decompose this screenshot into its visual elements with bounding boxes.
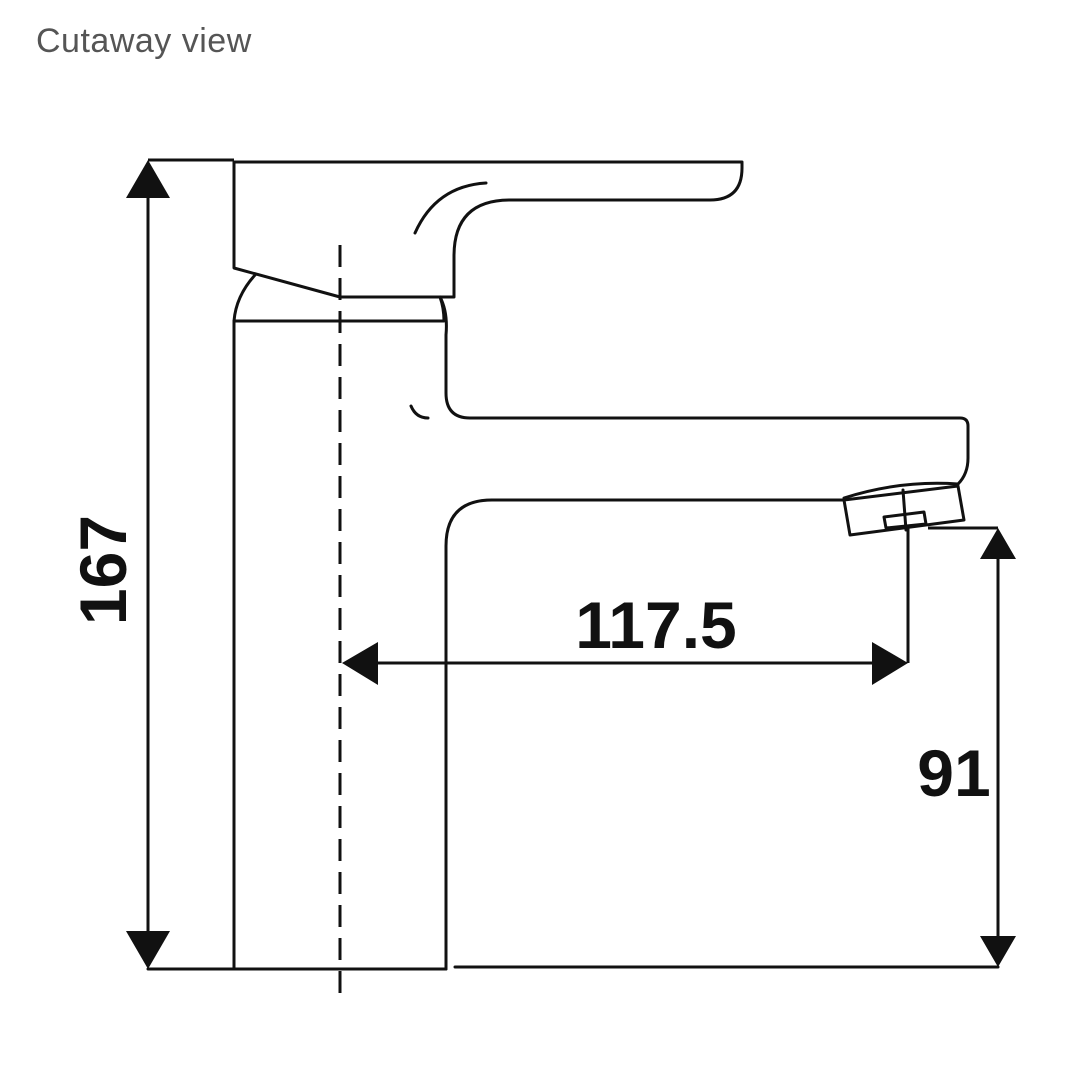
spout-height-dimension: 91 [917, 526, 1016, 967]
spout-height-arrow-bottom [980, 936, 1016, 967]
page-title: Cutaway view [36, 22, 252, 60]
reach-dimension-label: 117.5 [575, 588, 737, 662]
reach-arrow-right [872, 642, 908, 685]
height-dimension: 167 [66, 158, 234, 969]
reach-dimension: 117.5 [342, 528, 910, 685]
aerator-insert [882, 510, 928, 530]
height-dimension-label: 167 [66, 515, 140, 625]
height-arrow-top [126, 160, 170, 198]
aerator-body [842, 484, 966, 537]
aerator-front [842, 481, 960, 500]
spout-top [438, 295, 970, 486]
spout-bottom [444, 498, 846, 971]
handle-arc [413, 181, 488, 235]
height-arrow-bottom [126, 931, 170, 969]
spout-height-arrow-top [980, 528, 1016, 559]
reach-arrow-left [342, 642, 378, 685]
spout-height-label: 91 [917, 736, 990, 810]
spout-curl [409, 404, 430, 420]
faucet-outline [146, 160, 1000, 971]
handle-lever [232, 160, 744, 299]
aerator-center [901, 488, 908, 532]
